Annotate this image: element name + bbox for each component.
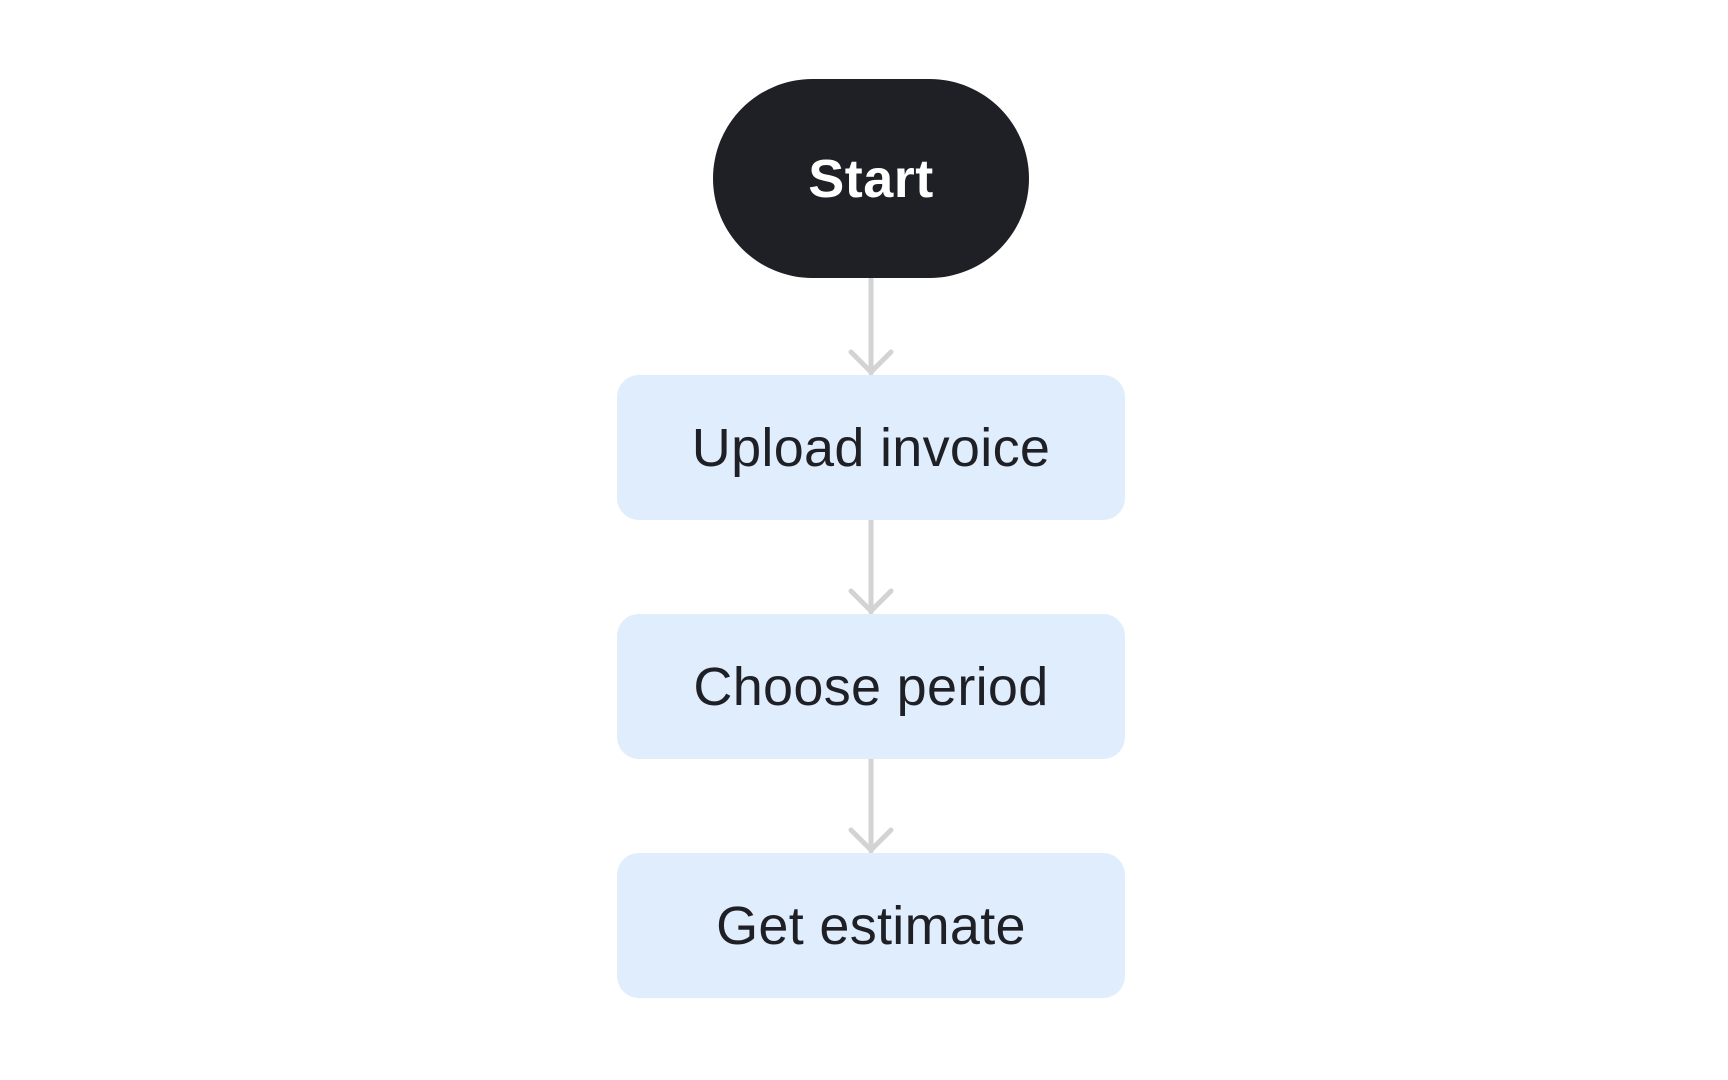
edge-choose-period-to-get-estimate (848, 756, 894, 854)
edge-upload-invoice-to-choose-period (848, 517, 894, 615)
arrowhead-icon (848, 588, 894, 614)
edge-start-to-upload-invoice (848, 275, 894, 376)
arrowhead-icon (848, 827, 894, 853)
choose-period-node[interactable]: Choose period (617, 614, 1125, 759)
arrowhead-icon (848, 349, 894, 375)
start-node[interactable]: Start (713, 79, 1029, 278)
upload-invoice-node[interactable]: Upload invoice (617, 375, 1125, 520)
get-estimate-node[interactable]: Get estimate (617, 853, 1125, 998)
